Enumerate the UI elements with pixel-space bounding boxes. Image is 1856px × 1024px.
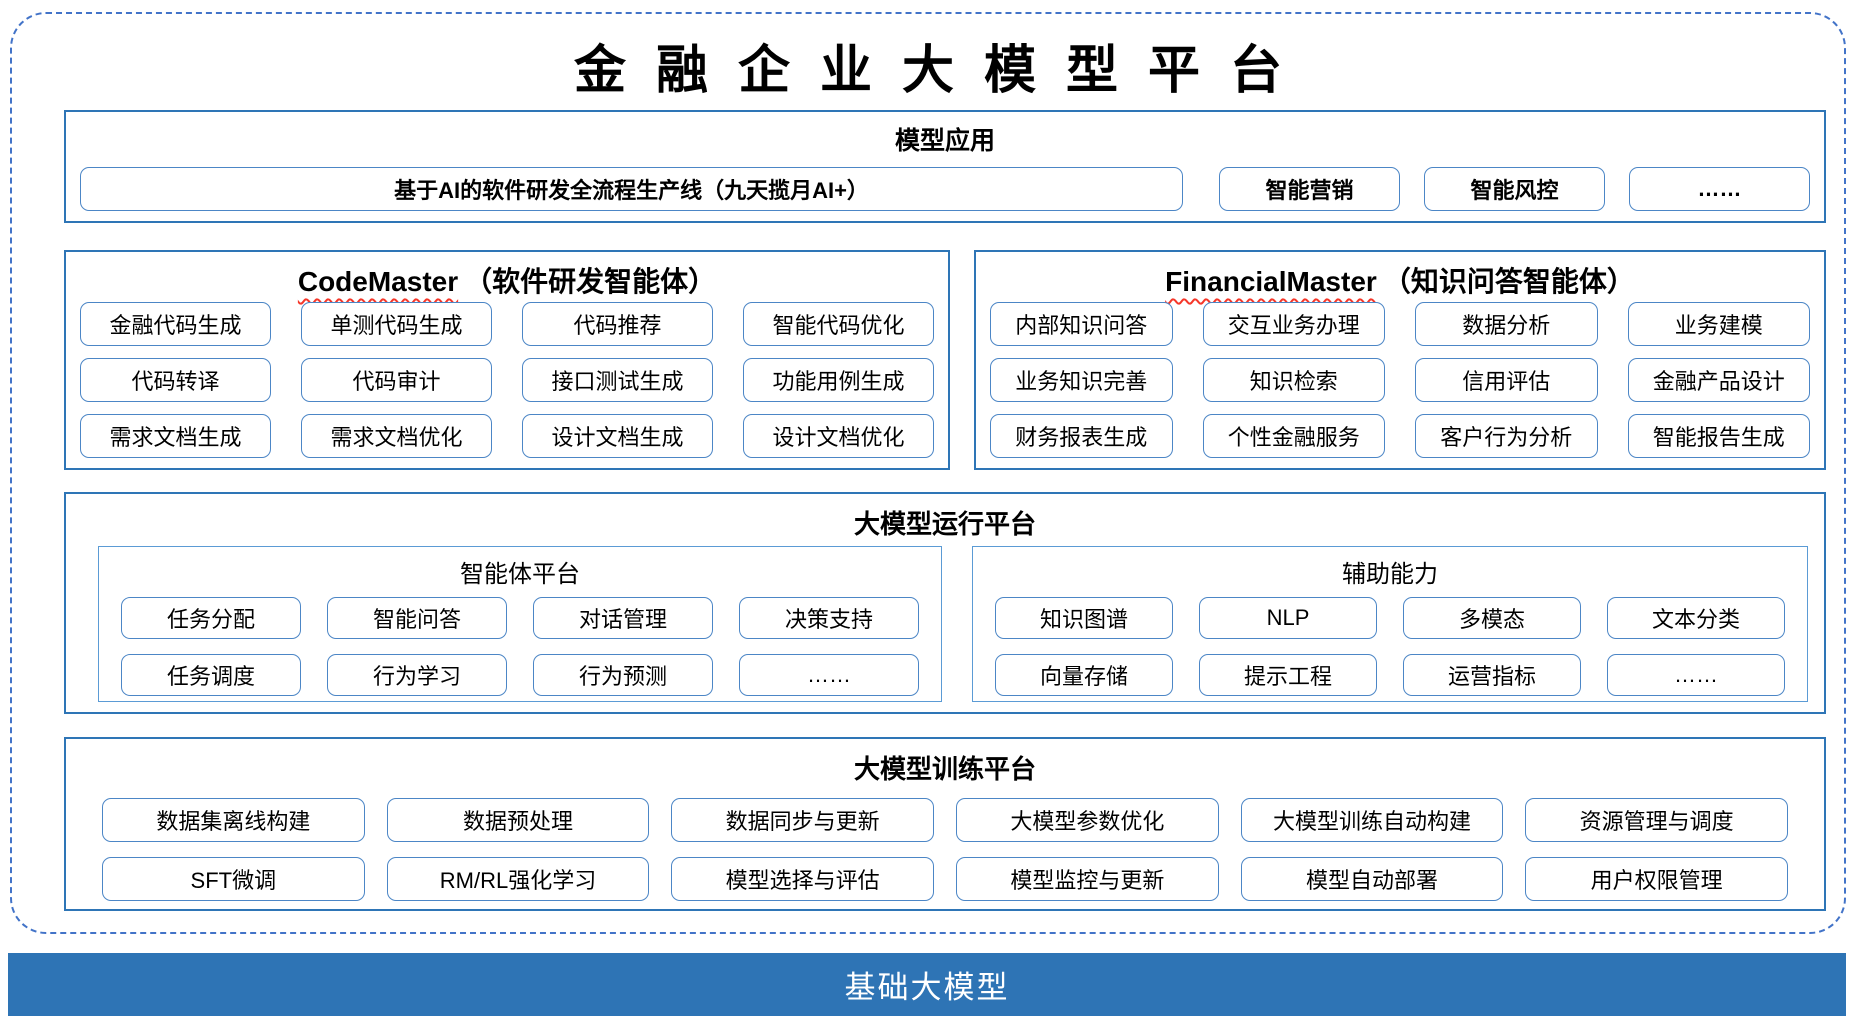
capability-node: 大模型训练自动构建 xyxy=(1240,798,1504,842)
capability-node: 智能代码优化 xyxy=(743,302,934,346)
capability-node: 行为预测 xyxy=(533,654,713,696)
capability-node: 设计文档生成 xyxy=(522,414,713,458)
capability-node: 设计文档优化 xyxy=(743,414,934,458)
section-runtime-platform: 大模型运行平台 智能体平台 任务分配智能问答对话管理决策支持任务调度行为学习行为… xyxy=(64,492,1826,714)
codemaster-title-zh: （软件研发智能体） xyxy=(464,266,717,297)
codemaster-node-grid: 金融代码生成单测代码生成代码推荐智能代码优化代码转译代码审计接口测试生成功能用例… xyxy=(66,296,948,458)
capability-node: 代码推荐 xyxy=(522,302,713,346)
capability-node: 运营指标 xyxy=(1403,654,1581,696)
foundation-model-label: 基础大模型 xyxy=(844,970,1010,1005)
capability-node: 文本分类 xyxy=(1607,597,1785,639)
training-platform-node-grid: 数据集离线构建数据预处理数据同步与更新大模型参数优化大模型训练自动构建资源管理与… xyxy=(66,786,1824,901)
group-agent-platform: 智能体平台 任务分配智能问答对话管理决策支持任务调度行为学习行为预测…… xyxy=(98,546,942,702)
codemaster-title: CodeMaster（软件研发智能体） xyxy=(66,252,948,297)
node-row: 代码转译代码审计接口测试生成功能用例生成 xyxy=(80,358,934,402)
page-title: 金融企业大模型平台 xyxy=(573,40,1312,101)
capability-node: 客户行为分析 xyxy=(1415,414,1598,458)
capability-node: 大模型参数优化 xyxy=(955,798,1219,842)
section-model-application: 模型应用 基于AI的软件研发全流程生产线（九天揽月AI+） 智能营销智能风控 …… xyxy=(64,110,1826,223)
model-application-row: 基于AI的软件研发全流程生产线（九天揽月AI+） 智能营销智能风控 …… xyxy=(80,167,1810,211)
capability-node: 对话管理 xyxy=(533,597,713,639)
capability-node: 业务知识完善 xyxy=(990,358,1173,402)
section-header-training-platform: 大模型训练平台 xyxy=(853,754,1036,784)
section-header-model-application: 模型应用 xyxy=(894,127,995,155)
application-node: 智能风控 xyxy=(1424,167,1605,211)
capability-node: 数据同步与更新 xyxy=(671,798,934,842)
capability-node: 需求文档生成 xyxy=(80,414,271,458)
group-title-agent-platform: 智能体平台 xyxy=(460,561,580,588)
financialmaster-node-grid: 内部知识问答交互业务办理数据分析业务建模业务知识完善知识检索信用评估金融产品设计… xyxy=(976,296,1824,458)
financialmaster-title: FinancialMaster（知识问答智能体） xyxy=(976,252,1824,297)
capability-node: 决策支持 xyxy=(739,597,919,639)
node-row: 知识图谱 NLP 多模态文本分类 xyxy=(995,597,1785,639)
group-title-auxiliary-capabilities: 辅助能力 xyxy=(1342,561,1438,588)
capability-node: 功能用例生成 xyxy=(743,358,934,402)
node-row: 财务报表生成个性金融服务客户行为分析智能报告生成 xyxy=(990,414,1810,458)
capability-node: 任务分配 xyxy=(121,597,301,639)
capability-node: …… xyxy=(739,654,919,696)
capability-node: 用户权限管理 xyxy=(1525,857,1788,901)
financialmaster-title-en: FinancialMaster xyxy=(1165,266,1377,297)
capability-node: 模型自动部署 xyxy=(1240,857,1504,901)
node-row: 业务知识完善知识检索信用评估金融产品设计 xyxy=(990,358,1810,402)
capability-node: 资源管理与调度 xyxy=(1525,798,1788,842)
capability-node: SFT微调 xyxy=(102,857,365,901)
group-auxiliary-capabilities: 辅助能力 知识图谱 NLP 多模态文本分类向量存储提示工程运营指标 …… xyxy=(972,546,1808,702)
capability-node: …… xyxy=(1607,654,1785,696)
capability-node: 代码审计 xyxy=(301,358,492,402)
node-row: 内部知识问答交互业务办理数据分析业务建模 xyxy=(990,302,1810,346)
model-application-node-list: 智能营销智能风控 …… xyxy=(1219,167,1810,211)
auxiliary-capabilities-node-grid: 知识图谱 NLP 多模态文本分类向量存储提示工程运营指标 …… xyxy=(973,589,1807,696)
capability-node: 单测代码生成 xyxy=(301,302,492,346)
capability-node: RM/RL强化学习 xyxy=(386,857,650,901)
node-ai-dev-pipeline: 基于AI的软件研发全流程生产线（九天揽月AI+） xyxy=(80,167,1183,211)
node-row: 需求文档生成需求文档优化设计文档生成设计文档优化 xyxy=(80,414,934,458)
capability-node: 金融产品设计 xyxy=(1627,358,1810,402)
section-training-platform: 大模型训练平台 数据集离线构建数据预处理数据同步与更新大模型参数优化大模型训练自… xyxy=(64,737,1826,911)
capability-node: 代码转译 xyxy=(80,358,271,402)
capability-node: 智能报告生成 xyxy=(1627,414,1810,458)
capability-node: 需求文档优化 xyxy=(301,414,492,458)
node-row: 数据集离线构建数据预处理数据同步与更新大模型参数优化大模型训练自动构建资源管理与… xyxy=(102,798,1788,842)
capability-node: 提示工程 xyxy=(1199,654,1377,696)
agent-platform-node-grid: 任务分配智能问答对话管理决策支持任务调度行为学习行为预测…… xyxy=(99,589,941,696)
capability-node: 多模态 xyxy=(1403,597,1581,639)
capability-node: 任务调度 xyxy=(121,654,301,696)
capability-node: 信用评估 xyxy=(1415,358,1598,402)
capability-node: 智能问答 xyxy=(327,597,507,639)
node-row: 向量存储提示工程运营指标 …… xyxy=(995,654,1785,696)
application-node: 智能营销 xyxy=(1219,167,1400,211)
capability-node: 业务建模 xyxy=(1627,302,1810,346)
node-row: 金融代码生成单测代码生成代码推荐智能代码优化 xyxy=(80,302,934,346)
node-row: 任务调度行为学习行为预测 …… xyxy=(121,654,919,696)
capability-node: 内部知识问答 xyxy=(990,302,1173,346)
capability-node: 接口测试生成 xyxy=(522,358,713,402)
node-row: 任务分配智能问答对话管理决策支持 xyxy=(121,597,919,639)
capability-node: 知识检索 xyxy=(1202,358,1385,402)
section-codemaster-agent: CodeMaster（软件研发智能体） 金融代码生成单测代码生成代码推荐智能代码… xyxy=(64,250,950,470)
application-node: …… xyxy=(1629,167,1810,211)
capability-node: 财务报表生成 xyxy=(990,414,1173,458)
codemaster-title-en: CodeMaster xyxy=(297,266,459,297)
financialmaster-title-zh: （知识问答智能体） xyxy=(1382,266,1635,297)
capability-node: 数据预处理 xyxy=(386,798,650,842)
capability-node: 交互业务办理 xyxy=(1202,302,1385,346)
section-header-runtime-platform: 大模型运行平台 xyxy=(853,509,1036,539)
capability-node: 金融代码生成 xyxy=(80,302,271,346)
capability-node: 模型选择与评估 xyxy=(671,857,934,901)
capability-node: 向量存储 xyxy=(995,654,1173,696)
section-financialmaster-agent: FinancialMaster（知识问答智能体） 内部知识问答交互业务办理数据分… xyxy=(974,250,1826,470)
outer-dashed-frame xyxy=(10,12,1846,934)
capability-node: 知识图谱 xyxy=(995,597,1173,639)
capability-node: 模型监控与更新 xyxy=(955,857,1219,901)
node-row: SFT微调 RM/RL强化学习模型选择与评估模型监控与更新模型自动部署用户权限管理 xyxy=(102,857,1788,901)
capability-node: 行为学习 xyxy=(327,654,507,696)
capability-node: NLP xyxy=(1199,597,1377,639)
capability-node: 个性金融服务 xyxy=(1202,414,1385,458)
capability-node: 数据分析 xyxy=(1415,302,1598,346)
foundation-model-bar: 基础大模型 xyxy=(8,953,1846,1016)
capability-node: 数据集离线构建 xyxy=(102,798,365,842)
